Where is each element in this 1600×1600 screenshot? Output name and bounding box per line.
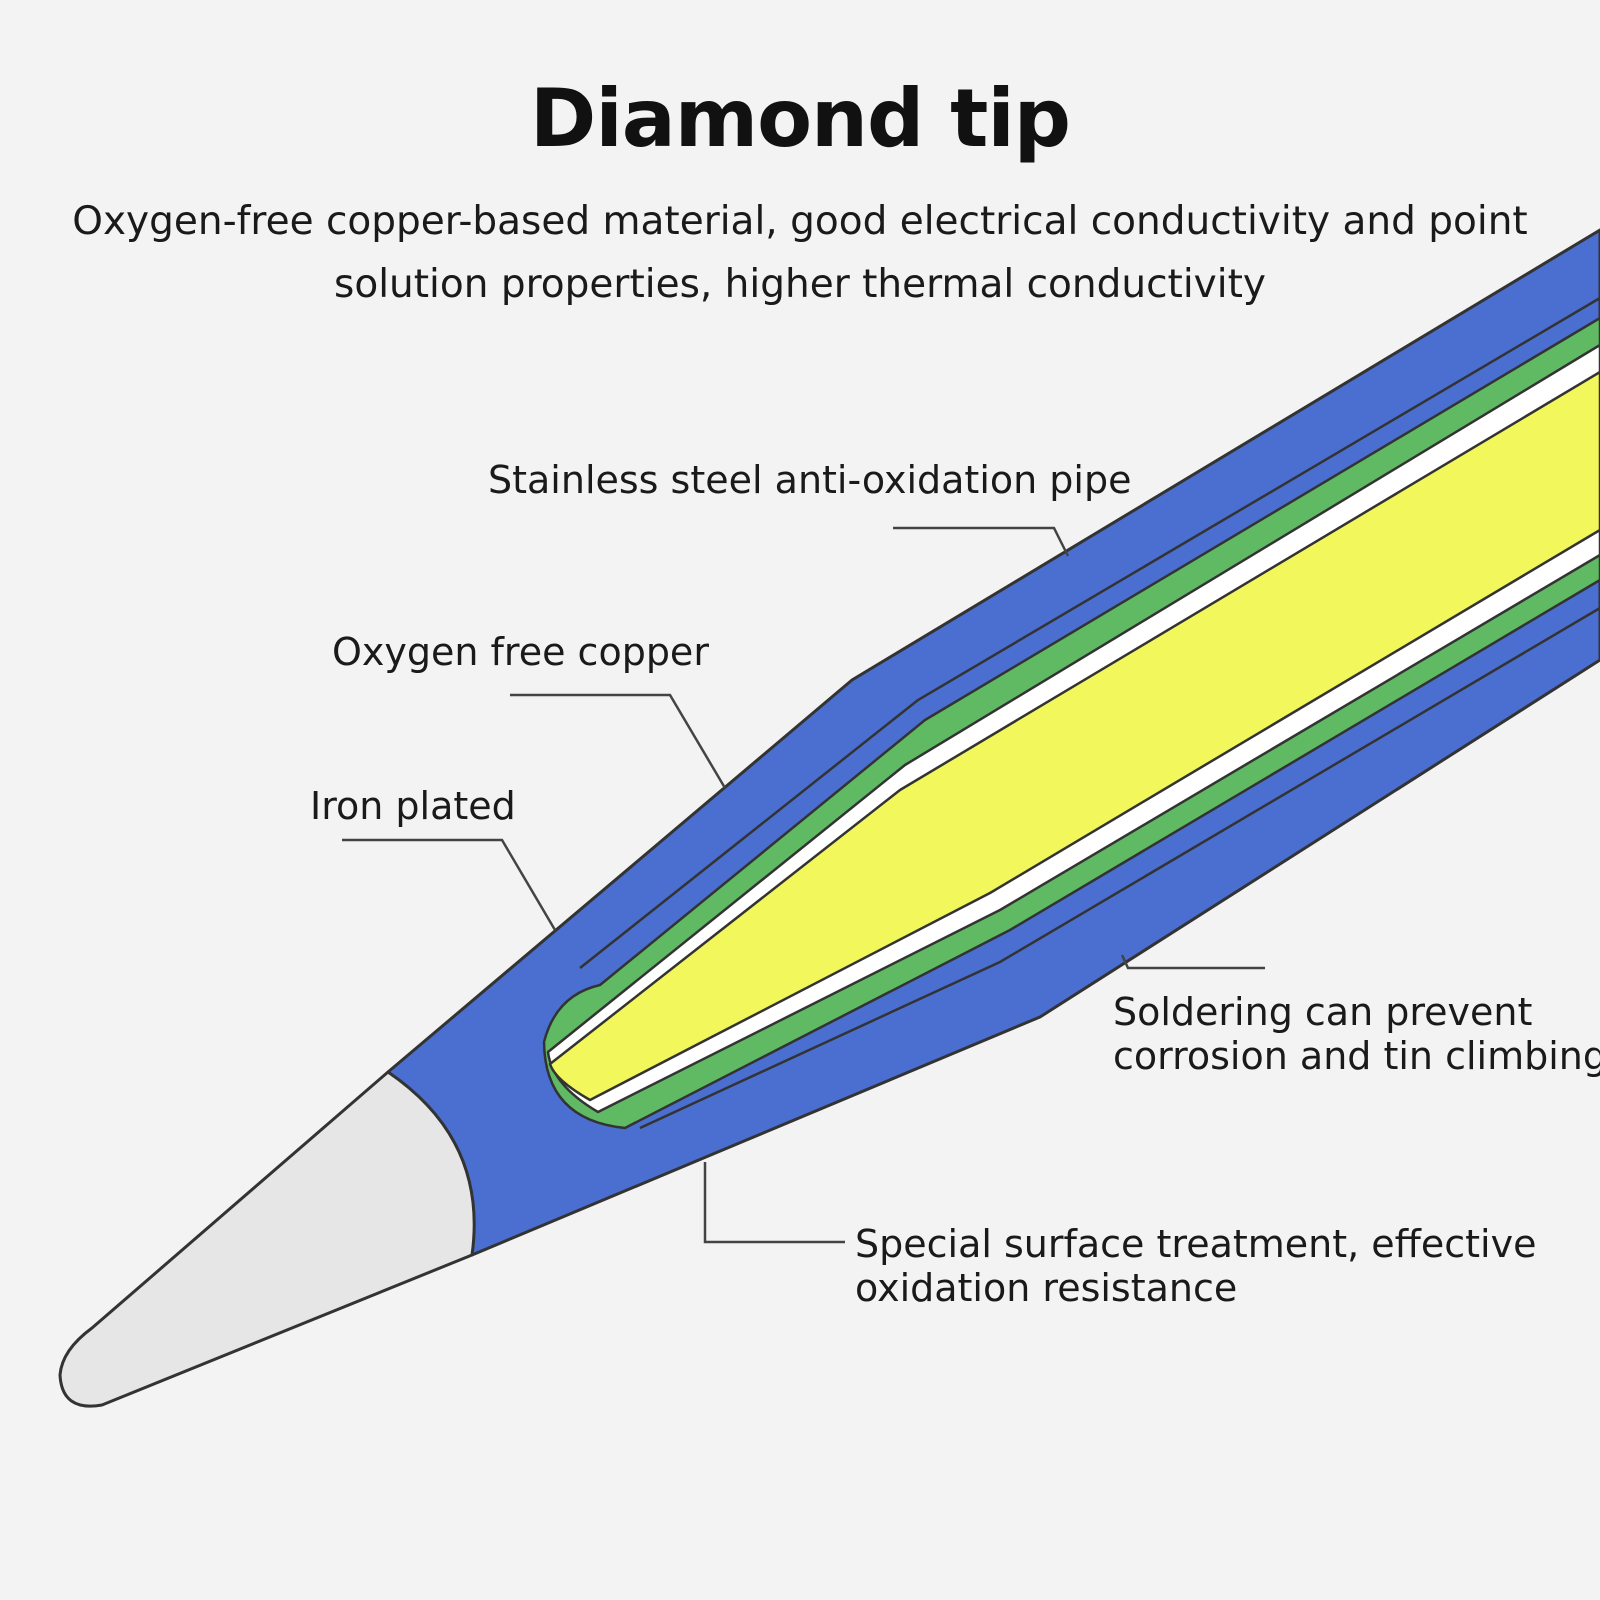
label-stainless-pipe: Stainless steel anti-oxidation pipe xyxy=(488,458,1132,502)
label-iron-plated: Iron plated xyxy=(310,784,516,828)
leader-iron-plated xyxy=(342,838,557,931)
leader-stainless-pipe xyxy=(893,526,1070,557)
layer-line-upper xyxy=(579,296,1600,969)
leader-surface-treatment xyxy=(703,1162,845,1244)
label-soldering: Soldering can prevent corrosion and tin … xyxy=(1113,990,1600,1078)
label-soldering-line-1: Soldering can prevent xyxy=(1113,990,1533,1034)
layer-line-lower xyxy=(639,606,1600,1130)
label-surface-treatment: Special surface treatment, effective oxi… xyxy=(855,1222,1536,1310)
label-surface-treatment-line-1: Special surface treatment, effective xyxy=(855,1222,1537,1266)
page-subtitle: Oxygen-free copper-based material, good … xyxy=(72,199,1528,307)
leader-oxygen-free-copper xyxy=(510,693,727,789)
tip-point-silver xyxy=(58,1070,476,1408)
leader-soldering xyxy=(1120,954,1265,970)
label-oxygen-free-copper: Oxygen free copper xyxy=(332,630,709,674)
page-title: Diamond tip xyxy=(529,72,1071,165)
label-soldering-line-2: corrosion and tin climbing xyxy=(1113,1034,1600,1078)
copper-core-yellow xyxy=(548,370,1600,1102)
label-surface-treatment-line-2: oxidation resistance xyxy=(855,1266,1238,1310)
